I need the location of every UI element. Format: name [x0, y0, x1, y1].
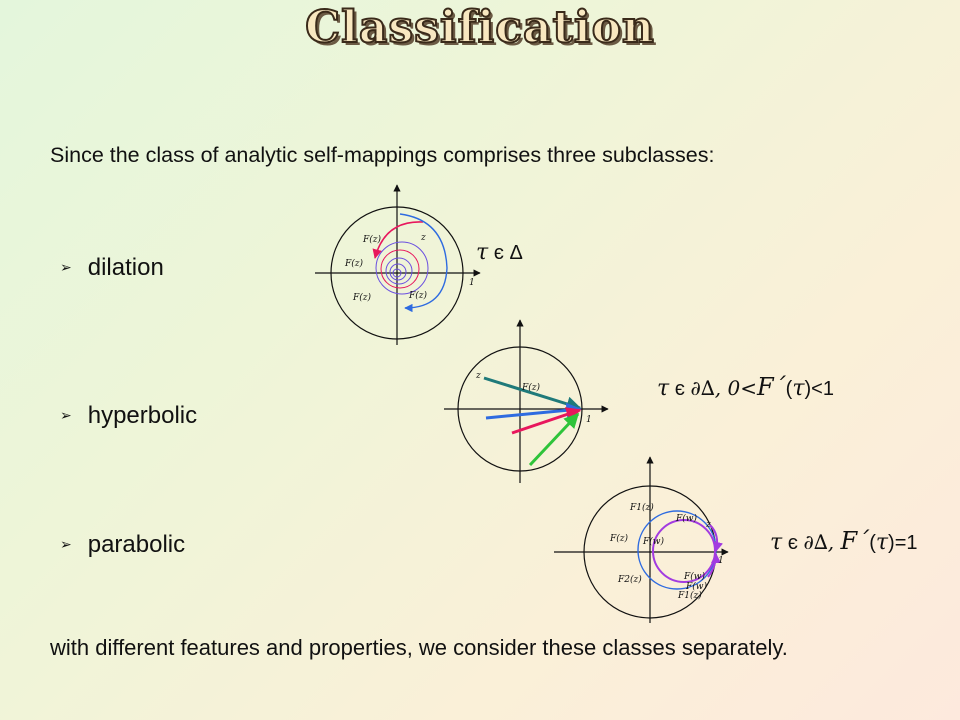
svg-text:F1(z): F1(z) [629, 502, 654, 513]
svg-text:F(z): F(z) [609, 533, 628, 544]
svg-text:F(w): F(w) [685, 581, 707, 592]
svg-text:F(z): F(z) [408, 290, 427, 301]
condition-parabolic: τ є ∂∆, F´(τ)=1 [770, 527, 918, 555]
bullet-hyperbolic: ➢ hyperbolic [60, 402, 197, 430]
condition-hyperbolic: τ є ∂∆, 0<F´(τ)<1 [657, 373, 834, 401]
svg-text:z: z [420, 233, 426, 243]
slide-title: Classification [304, 1, 655, 54]
spiral-orbit [375, 241, 429, 295]
bullet-arrow-icon: ➢ [60, 259, 72, 275]
svg-text:F1(z): F1(z) [677, 590, 702, 601]
purple-arrow [709, 524, 724, 552]
svg-text:F(w): F(w) [683, 571, 705, 582]
green-arrow [528, 412, 580, 467]
svg-text:F(z): F(z) [521, 382, 540, 393]
bullet-label: hyperbolic [87, 402, 198, 429]
bullet-label: dilation [87, 254, 164, 281]
dilation-diagram: 1 F(z) z F(z) F(z) F(z) [315, 184, 481, 345]
bullet-arrow-icon: ➢ [60, 536, 72, 552]
bullet-label: parabolic [87, 531, 186, 558]
svg-text:z: z [705, 520, 711, 530]
svg-text:1: 1 [586, 415, 592, 425]
bullet-arrow-icon: ➢ [60, 407, 72, 423]
svg-text:1: 1 [469, 278, 475, 288]
outro-text: with different features and properties, … [50, 635, 788, 660]
svg-text:z: z [475, 371, 481, 381]
svg-text:1: 1 [718, 556, 724, 566]
bullet-dilation: ➢ dilation [60, 254, 164, 282]
parabolic-diagram: 1 F1(z) F(w) z F(z) F(w) F(w) F2(z) F(w)… [554, 456, 729, 623]
unit-disk [457, 346, 583, 472]
intro-text: Since the class of analytic self-mapping… [50, 143, 715, 167]
blue-orbit-arrow [399, 213, 448, 313]
red-orbit-arrow [372, 221, 424, 259]
svg-text:F2(z): F2(z) [617, 574, 642, 585]
teal-arrow [483, 376, 582, 412]
svg-text:F(z): F(z) [344, 258, 363, 269]
purple-arrow [707, 553, 721, 578]
hyperbolic-diagram: 1 z F(z) [444, 319, 609, 483]
bullet-parabolic: ➢ parabolic [60, 531, 185, 559]
svg-text:F(z): F(z) [362, 234, 381, 245]
blue-arrow [485, 402, 582, 420]
svg-text:F(w): F(w) [675, 513, 697, 524]
unit-disk [330, 206, 464, 340]
condition-dilation: τ є Δ [476, 240, 523, 265]
svg-text:F(z): F(z) [352, 292, 371, 303]
svg-text:F(w): F(w) [642, 536, 664, 547]
